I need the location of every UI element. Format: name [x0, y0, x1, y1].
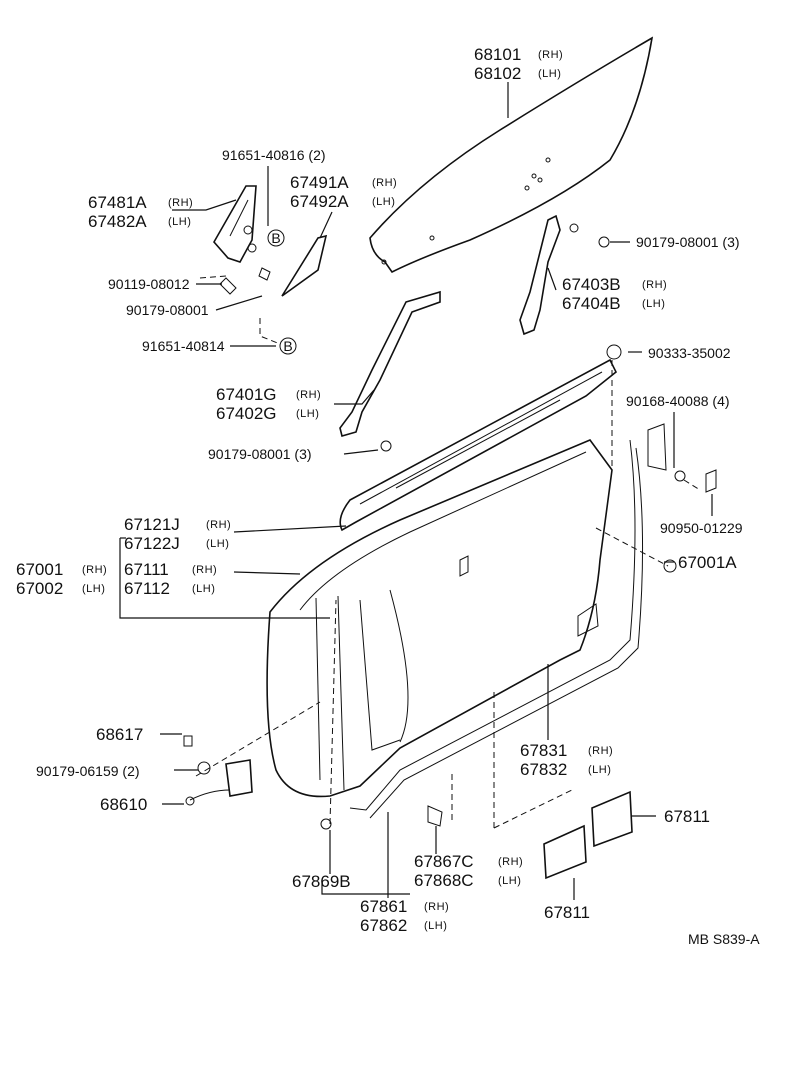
part-67403B: 67403B: [562, 275, 621, 294]
part-68617: 68617: [96, 725, 143, 744]
part-67482A: 67482A: [88, 212, 147, 231]
part-67492A: 67492A: [290, 192, 349, 211]
part-67122J-side: (LH): [206, 538, 229, 550]
part-67121J-side: (RH): [206, 519, 231, 531]
part-90333-35002: 90333-35002: [648, 345, 731, 361]
part-67121J: 67121J: [124, 515, 180, 534]
part-90168-40088: 90168-40088 (4): [626, 393, 730, 409]
front-channel-drawing: [339, 290, 441, 452]
part-67404B: 67404B: [562, 294, 621, 313]
part-67002-side: (LH): [82, 583, 105, 595]
marker-b-lower: B: [279, 337, 297, 355]
part-67001A: 67001A: [678, 553, 737, 572]
part-67481A: 67481A: [88, 193, 147, 212]
part-67832-side: (LH): [588, 764, 611, 776]
marker-b-upper-label: B: [271, 230, 280, 246]
part-67112-side: (LH): [192, 583, 215, 595]
dashed-reference-lines: [195, 275, 701, 829]
rear-channel-drawing: [519, 214, 610, 336]
part-90179-06159: 90179-06159 (2): [36, 763, 140, 779]
part-67868C: 67868C: [414, 871, 474, 890]
part-91651-40814: 91651-40814: [142, 338, 225, 354]
part-67867C-side: (RH): [498, 856, 523, 868]
part-67861: 67861: [360, 897, 407, 916]
part-90119-08012: 90119-08012: [108, 276, 190, 292]
part-68102: 68102: [474, 64, 521, 83]
door-glass-drawing: [369, 36, 654, 274]
belt-moulding-drawing: [339, 344, 622, 532]
part-90950-01229: 90950-01229: [660, 520, 743, 536]
part-67491A: 67491A: [290, 173, 349, 192]
diagram-code: MB S839-A: [688, 931, 760, 947]
part-67869B: 67869B: [292, 872, 351, 891]
part-90179-08001-a: 90179-08001: [126, 302, 209, 318]
part-67001: 67001: [16, 560, 63, 579]
part-67002: 67002: [16, 579, 63, 598]
marker-b-lower-label: B: [283, 338, 292, 354]
part-67401G-side: (RH): [296, 389, 321, 401]
clips-pads-drawing: [320, 790, 633, 880]
part-67481A-side: (RH): [168, 197, 193, 209]
part-67122J: 67122J: [124, 534, 180, 553]
leader-lines: [119, 82, 713, 900]
part-91651-40816: 91651-40816 (2): [222, 147, 326, 163]
door-shell-drawing: [266, 423, 717, 819]
part-67111: 67111: [124, 560, 169, 579]
part-67831-side: (RH): [588, 745, 613, 757]
part-67111-side: (RH): [192, 564, 217, 576]
part-68102-side: (LH): [538, 68, 561, 80]
quarter-window-frame-drawing: [213, 185, 328, 297]
part-67112: 67112: [124, 579, 170, 598]
part-68610: 68610: [100, 795, 147, 814]
part-67868C-side: (LH): [498, 875, 521, 887]
part-67867C: 67867C: [414, 852, 474, 871]
part-67862-side: (LH): [424, 920, 447, 932]
part-68101: 68101: [474, 45, 521, 64]
part-67861-side: (RH): [424, 901, 449, 913]
part-90179-08001-c: 90179-08001 (3): [208, 446, 312, 462]
hinge-drawing: [183, 735, 253, 806]
part-67402G-side: (LH): [296, 408, 319, 420]
part-68101-side: (RH): [538, 49, 563, 61]
part-labels: 68101 (RH) 68102 (LH) 91651-40816 (2) 67…: [16, 45, 760, 947]
marker-b-upper: B: [267, 229, 285, 247]
part-67482A-side: (LH): [168, 216, 191, 228]
part-67402G: 67402G: [216, 404, 277, 423]
part-67811-a: 67811: [664, 807, 710, 826]
part-67403B-side: (RH): [642, 279, 667, 291]
part-67832: 67832: [520, 760, 567, 779]
part-90179-08001-b: 90179-08001 (3): [636, 234, 740, 250]
part-67811-b: 67811: [544, 903, 590, 922]
part-67831: 67831: [520, 741, 567, 760]
part-67404B-side: (LH): [642, 298, 665, 310]
part-67001-side: (RH): [82, 564, 107, 576]
part-67401G: 67401G: [216, 385, 277, 404]
part-67862: 67862: [360, 916, 407, 935]
part-67492A-side: (LH): [372, 196, 395, 208]
part-67491A-side: (RH): [372, 177, 397, 189]
